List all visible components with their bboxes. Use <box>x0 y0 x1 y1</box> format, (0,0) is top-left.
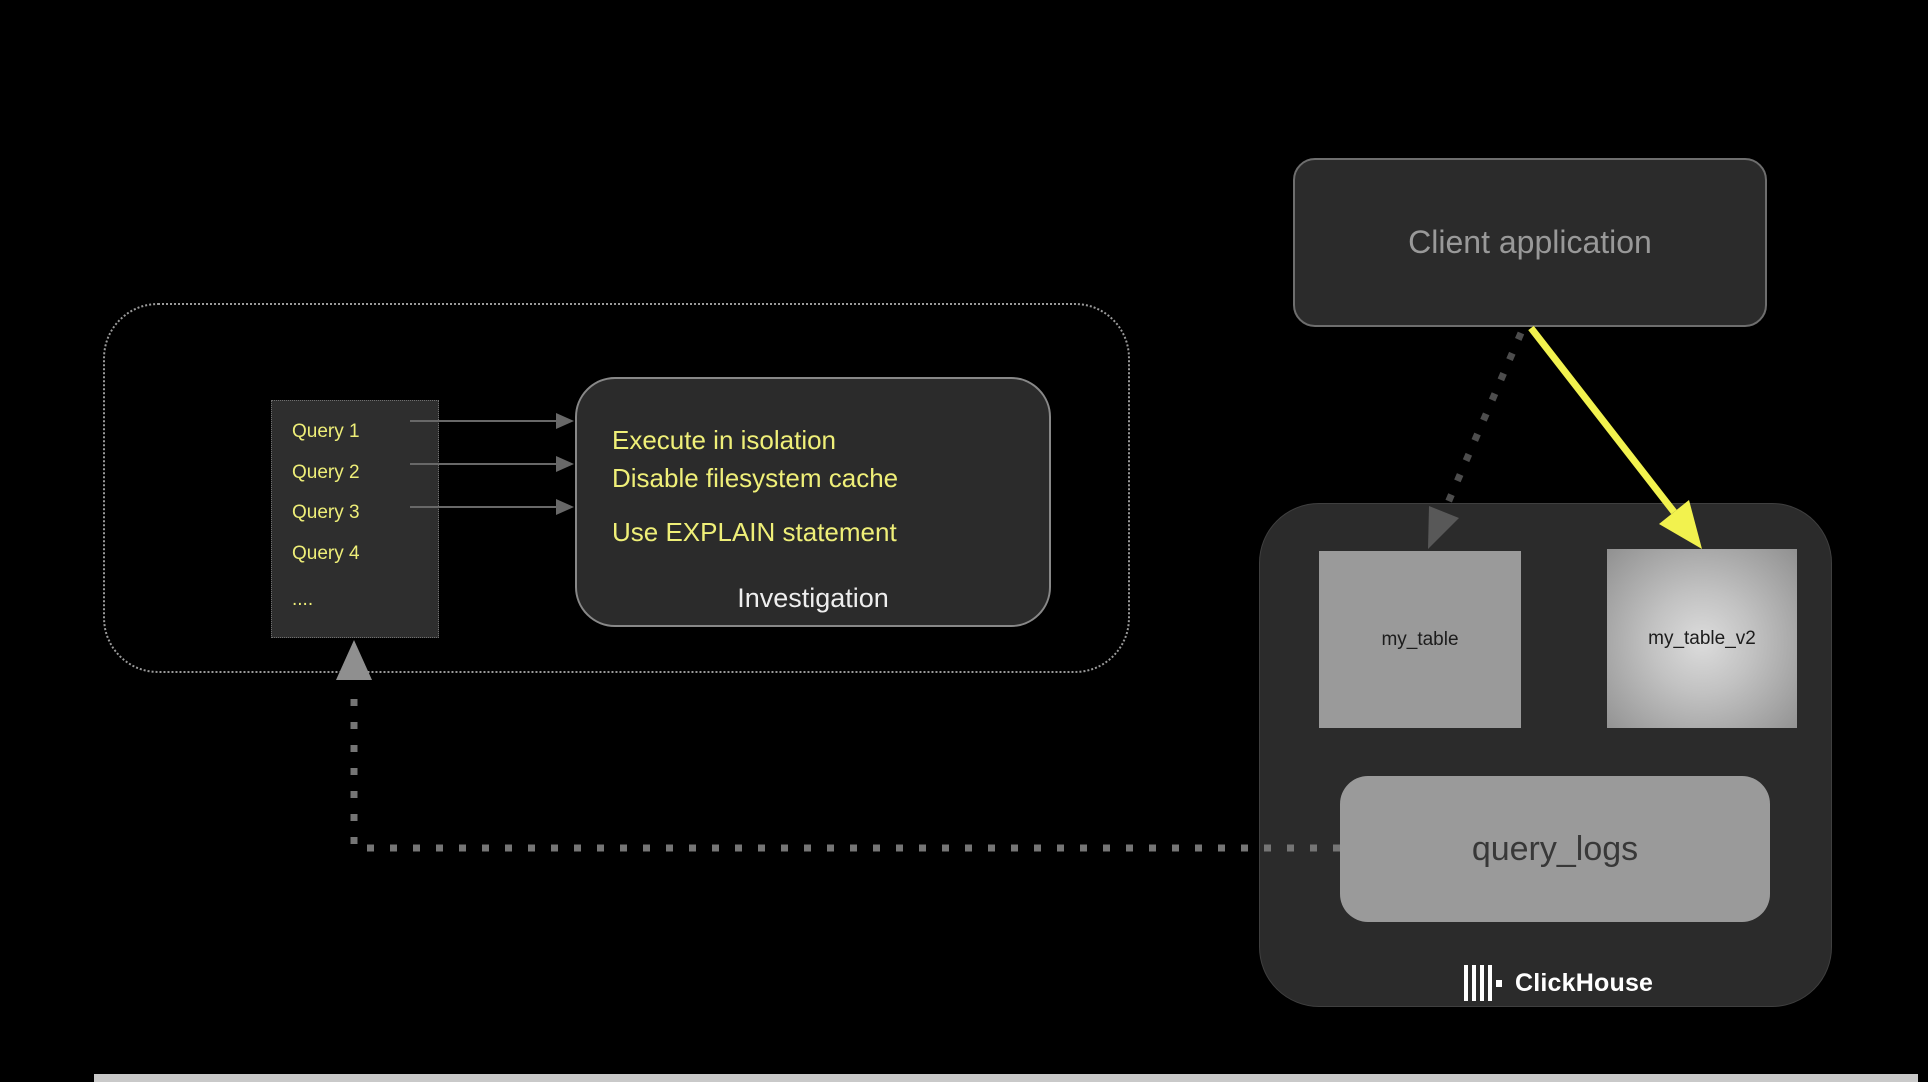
client-application-label: Client application <box>1408 224 1652 260</box>
investigation-tip: Use EXPLAIN statement <box>612 517 897 547</box>
query-list-item: Query 2 <box>292 462 360 483</box>
investigation-caption: Investigation <box>737 583 889 613</box>
my-table-v2-node: my_table_v2 <box>1607 549 1797 728</box>
query-list-item: .... <box>292 589 314 610</box>
clickhouse-logo-icon <box>1464 965 1502 1001</box>
bottom-edge-strip <box>94 1074 1918 1082</box>
investigation-group-frame <box>103 303 1130 673</box>
query-logs-label: query_logs <box>1471 829 1639 868</box>
investigation-panel <box>575 377 1051 627</box>
my-table-label: my_table <box>1381 628 1459 650</box>
query-list-item: Query 3 <box>292 502 360 523</box>
query-list-item: Query 4 <box>292 543 360 564</box>
query-list-item: Query 1 <box>292 421 360 442</box>
query-logs-node: query_logs <box>1340 776 1770 922</box>
client-application-node: Client application <box>1293 158 1767 327</box>
query-list-panel <box>271 400 439 638</box>
my-table-node: my_table <box>1319 551 1521 728</box>
clickhouse-brand-label: ClickHouse <box>1515 968 1654 997</box>
clickhouse-brand: ClickHouse <box>1464 962 1653 1004</box>
my-table-v2-label: my_table_v2 <box>1648 627 1756 649</box>
investigation-tip: Disable filesystem cache <box>612 463 899 493</box>
investigation-tip: Execute in isolation <box>612 425 837 455</box>
